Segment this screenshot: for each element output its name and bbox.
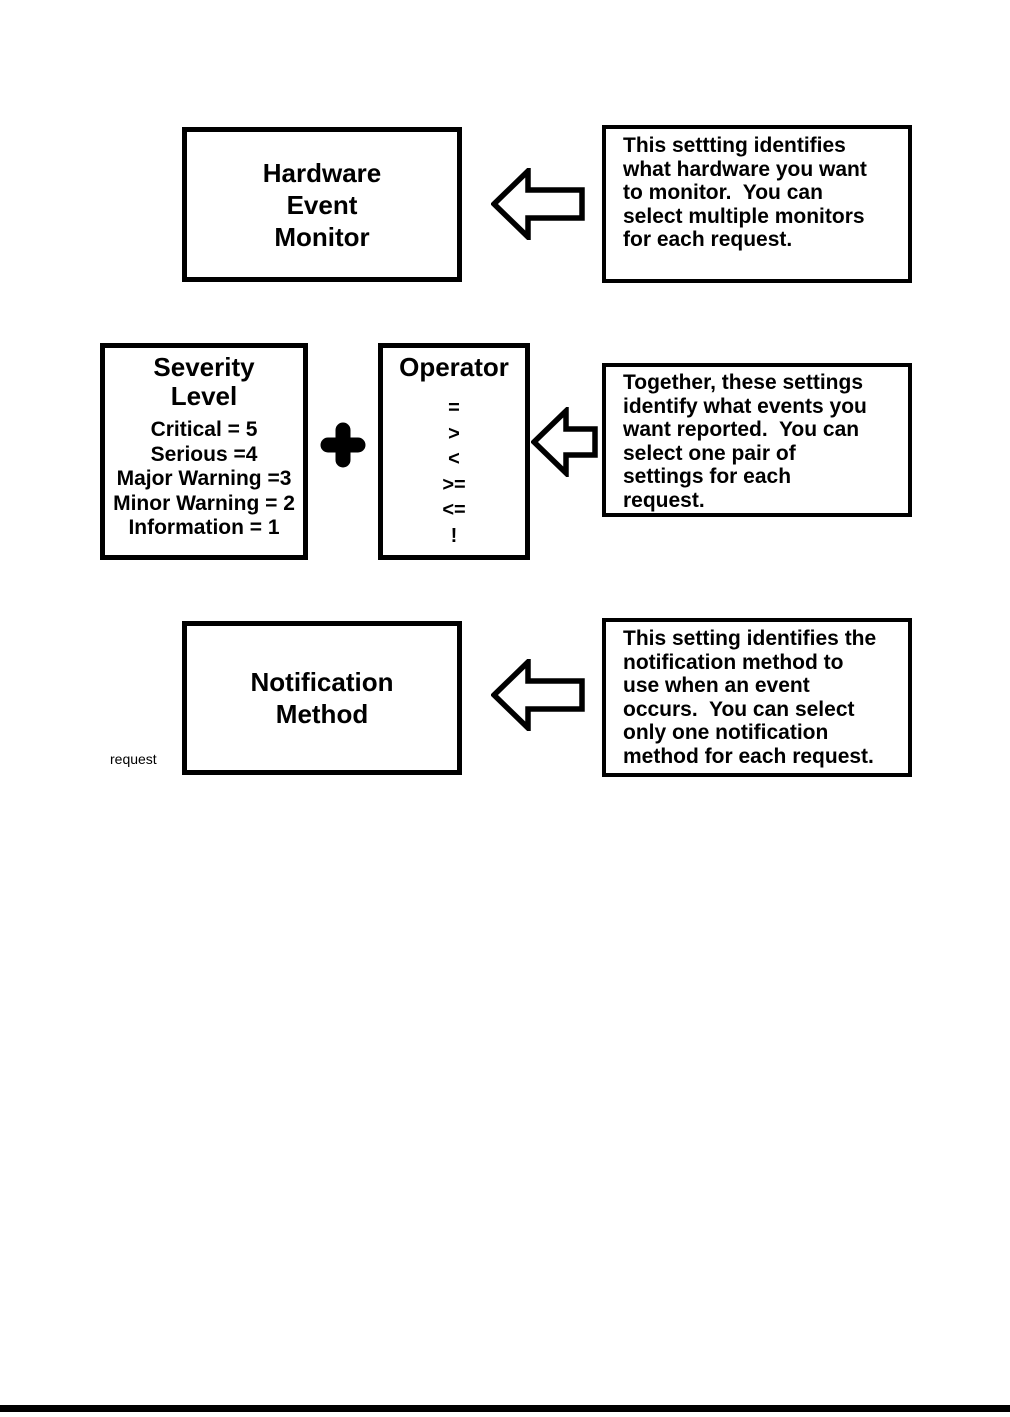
note-line: to monitor. You can	[623, 181, 823, 204]
hardware-title-line: Hardware	[262, 157, 382, 188]
page-bottom-rule	[0, 1405, 1010, 1412]
note-line: only one notification	[623, 721, 829, 744]
note-line: occurs. You can select	[623, 697, 855, 721]
hardware-title-line: Monitor	[274, 221, 370, 252]
operator-symbol: <	[448, 448, 460, 470]
note-line: identify what events you	[623, 394, 867, 418]
left-arrow-icon	[490, 164, 585, 244]
note-line: notification method to	[623, 650, 844, 674]
notification-title-line: Method	[275, 699, 369, 729]
operator-symbol: >=	[442, 473, 466, 496]
operator-symbol-list: = > < >= <=!	[442, 396, 465, 549]
severity-level-item: Information = 1	[128, 516, 280, 539]
severity-title-line: Severity	[153, 352, 255, 382]
operator-symbol: !	[450, 524, 458, 547]
severity-level-item: Minor Warning = 2	[113, 491, 295, 515]
operator-title: Operator	[399, 352, 509, 382]
note-line: select multiple monitors	[623, 204, 865, 228]
left-arrow-icon	[530, 404, 598, 480]
note-line: method for each request.	[623, 744, 874, 768]
left-arrow-icon	[490, 655, 585, 735]
operator-symbol: >	[448, 422, 460, 445]
note-line: This settting identifies	[623, 134, 846, 157]
plus-icon	[320, 422, 366, 468]
severity-level-item: Critical = 5	[150, 418, 258, 441]
severity-title-line: Level	[170, 381, 238, 411]
operator-symbol: =	[448, 397, 460, 419]
request-label: request	[110, 751, 157, 767]
note-line: request.	[623, 488, 705, 512]
note-line: This setting identifies the	[623, 627, 877, 650]
severity-level-item: Serious =4	[150, 442, 258, 466]
note-line: select one pair of	[623, 441, 796, 465]
notification-title-line: Notification	[250, 667, 394, 697]
note-line: Together, these settings	[623, 371, 863, 394]
severity-level-item: Major Warning =3	[116, 467, 292, 490]
note-line: want reported. You can	[623, 418, 860, 441]
note-line: use when an event	[623, 674, 810, 697]
note-line: what hardware you want	[623, 157, 867, 181]
note-line: settings for each	[623, 465, 792, 488]
operator-symbol: <=	[442, 499, 466, 521]
operator-box: Operator = > < >= <=!	[378, 343, 530, 560]
hardware-title-line: Event	[286, 189, 358, 220]
note-line: for each request.	[623, 228, 793, 251]
